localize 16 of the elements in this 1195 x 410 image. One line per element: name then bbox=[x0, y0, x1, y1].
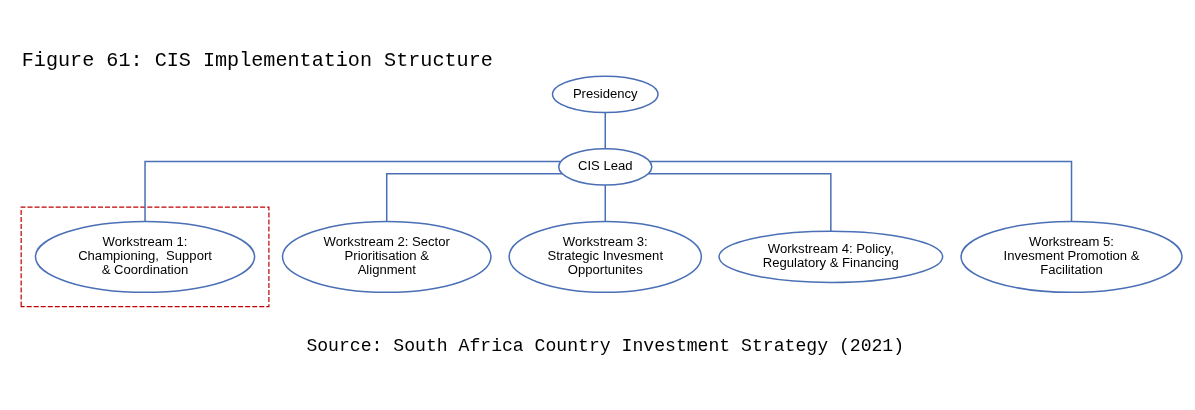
connector bbox=[385, 172, 563, 222]
node-ellipse: Workstream 1: Championing, Support & Coordination bbox=[34, 220, 256, 293]
caption: Source: South Africa Country Investment Strategy (2021) bbox=[306, 335, 905, 356]
connector bbox=[647, 172, 832, 232]
node-ellipse: CIS Lead bbox=[557, 147, 653, 186]
node-ellipse: Workstream 2: Sector Prioritisation & Alignment bbox=[281, 220, 492, 293]
connector bbox=[604, 183, 606, 222]
node-ellipse: Workstream 4: Policy, Regulatory & Financing bbox=[718, 230, 944, 283]
connector bbox=[649, 160, 1073, 222]
connector bbox=[144, 160, 562, 222]
node-ellipse: Presidency bbox=[551, 75, 659, 113]
connector bbox=[604, 111, 606, 149]
node-ellipse: Workstream 3: Strategic Invesment Opportunites bbox=[508, 220, 703, 293]
diagram-title: Figure 61: CIS Implementation Structure bbox=[21, 48, 493, 72]
node-ellipse: Workstream 5: Invesment Promotion & Facilitation bbox=[960, 220, 1183, 293]
cluster bbox=[20, 206, 270, 307]
